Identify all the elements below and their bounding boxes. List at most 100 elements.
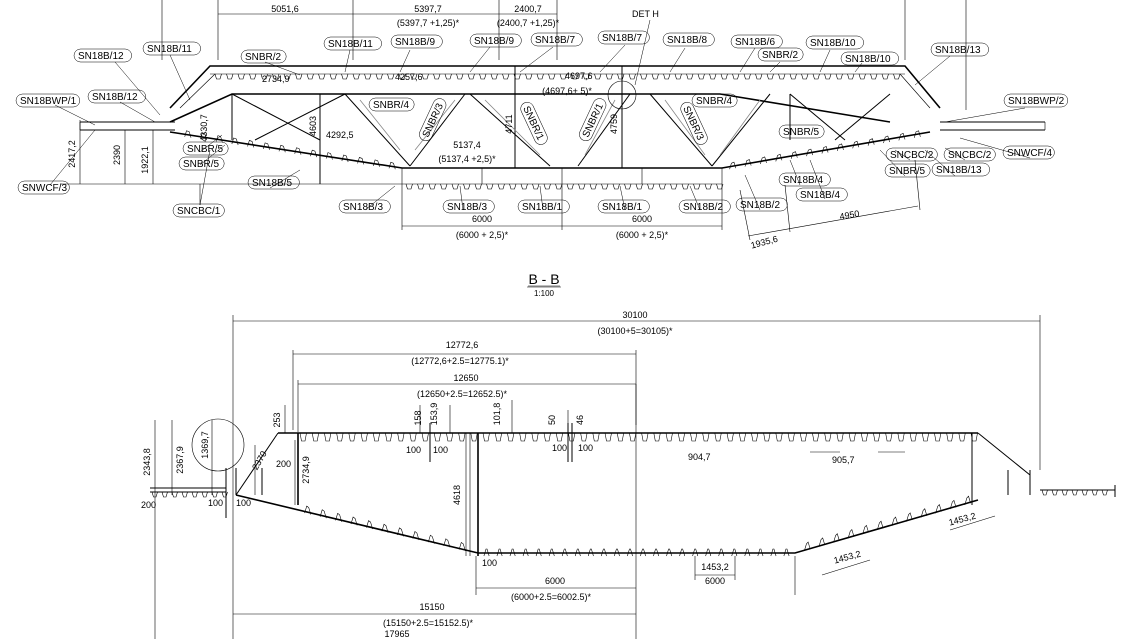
- dimension-label: 100: [208, 498, 223, 508]
- dimension-label: (5137,4 +2,5)*: [438, 154, 496, 164]
- dimension-label: 2417,2: [67, 140, 77, 168]
- dimension-label: 1453,2: [701, 562, 729, 572]
- member-label: SN18B/4: [783, 175, 823, 186]
- dimension-label: 4618: [452, 485, 462, 505]
- member-label: SN18B/3: [447, 202, 487, 213]
- dimension-label: 2734,9: [262, 74, 290, 84]
- member-label: SNBR/5: [182, 141, 229, 156]
- member-label: SN18B/12: [73, 48, 132, 63]
- member-label: SNBR/4: [696, 96, 733, 107]
- member-label: SN18B/1: [602, 202, 642, 213]
- member-label: SNBR/2: [762, 50, 799, 61]
- member-label: SN18B/13: [936, 165, 982, 176]
- dimension-label: 4950: [839, 208, 860, 221]
- dimension-label: 15150: [419, 602, 444, 612]
- dimension-label: (30100+5=30105)*: [597, 326, 673, 336]
- dimension-label: 6000: [545, 576, 565, 586]
- dimension-label: 4697,6: [565, 71, 593, 81]
- dimension-label: 200: [141, 500, 156, 510]
- dimension-label: 5137,4: [453, 140, 481, 150]
- dimension-label: 200: [276, 459, 291, 469]
- member-label: SN18B/13: [930, 42, 989, 57]
- member-label: SN18B/8: [667, 35, 707, 46]
- dimension-label: 46: [575, 415, 585, 425]
- member-label: SN18B/4: [778, 172, 831, 187]
- member-label: SNBR/2: [240, 49, 287, 64]
- member-label: SNCBC/2: [943, 147, 996, 162]
- dimension-label: 2370: [250, 449, 269, 471]
- member-label: SN18B/12: [78, 51, 124, 62]
- dimension-label: 50: [547, 415, 557, 425]
- dimension-label: 4950: [839, 208, 860, 221]
- member-label: SNBR/4: [691, 93, 738, 108]
- dimension-label: 12772,6: [446, 340, 479, 350]
- member-label: SNWCF/3: [22, 183, 67, 194]
- section-scale: 1:100: [534, 289, 555, 298]
- member-label: SNBR/2: [757, 47, 804, 62]
- dimension-label: 100: [482, 558, 497, 568]
- dimension-label: 5137,4: [453, 140, 481, 150]
- dimension-label: (6000+2.5=6002.5)*: [511, 592, 592, 602]
- member-label: SN18B/3: [343, 202, 383, 213]
- member-label: SN18B/1: [522, 202, 562, 213]
- dimension-label: 904,7: [688, 452, 711, 462]
- member-label: SNCBC/2: [890, 150, 934, 161]
- dimension-label: 2400,7: [514, 4, 542, 14]
- member-label: SN18B/13: [931, 162, 990, 177]
- dimension-label: (5137,4 +2,5)*: [438, 154, 496, 164]
- truss-elevation: [60, 0, 1046, 241]
- section-b-b: [150, 285, 1116, 639]
- member-label: SNBR/5: [778, 124, 825, 139]
- member-label: SNWCF/4: [1002, 145, 1055, 160]
- dimension-label: 1369,7: [200, 431, 210, 459]
- diagonal-braces: [231, 93, 891, 167]
- dimension-label: 6000: [472, 214, 492, 224]
- dimension-label: 17965: [384, 629, 409, 639]
- dimension-label: 100: [552, 443, 567, 453]
- member-label: SN18B/2: [683, 202, 723, 213]
- dimension-label: 1453,2: [833, 549, 862, 566]
- dimension-label: 4603: [308, 116, 318, 136]
- member-label: SNWCF/4: [1007, 148, 1052, 159]
- dimension-label: (6000 + 2,5)*: [616, 230, 669, 240]
- dimension-label: 1453,2: [701, 562, 729, 572]
- dimension-label: 153,9: [429, 403, 439, 426]
- dimension-label: 2734,9: [262, 74, 290, 84]
- dimension-label: 2390: [112, 145, 122, 165]
- dimension-label: (15150+2.5=15152.5)*: [383, 618, 474, 628]
- dimension-label: 158: [413, 410, 423, 425]
- dimension-label: 158: [413, 410, 423, 425]
- member-label: SN18B/7: [602, 33, 642, 44]
- dimension-label: 101,8: [492, 403, 502, 426]
- member-label: SN18B/10: [845, 54, 891, 65]
- member-label: SN18B/1: [517, 199, 570, 214]
- dimension-label: 4711: [504, 114, 514, 133]
- member-label: SN18BWP/2: [1008, 96, 1065, 107]
- member-label: SN18B/11: [142, 41, 201, 56]
- member-label: SNBR/5: [889, 166, 926, 177]
- member-label: SN18B/12: [92, 92, 138, 103]
- member-label: SNCBC/1: [172, 203, 225, 218]
- member-label: SN18B/3: [338, 199, 391, 214]
- dimension-label: 6000: [705, 576, 725, 586]
- member-label: SNBR/5: [783, 127, 820, 138]
- member-label: SNBR/1: [579, 98, 607, 142]
- member-label: SN18B/9: [469, 33, 522, 48]
- dimension-label: 46: [575, 415, 585, 425]
- member-label: SN18B/11: [147, 44, 192, 55]
- member-label: SN18B/7: [535, 35, 575, 46]
- dimension-label: (6000 + 2,5)*: [616, 230, 669, 240]
- dimension-label: 1922,1: [140, 146, 150, 174]
- dimension-label: DET H: [632, 9, 659, 19]
- member-label: SN18B/10: [840, 51, 899, 66]
- member-label: SNWCF/3: [17, 180, 70, 195]
- dimension-label: (4697,6+ 5)*: [542, 86, 592, 96]
- dimension-label: 1922,1: [140, 146, 150, 174]
- member-label: SN18B/13: [935, 45, 981, 56]
- dimension-label: 17965: [384, 629, 409, 639]
- dimension-label: 12650: [453, 373, 478, 383]
- dimension-label: 2734,9: [301, 456, 311, 484]
- dimension-label: 200: [141, 500, 156, 510]
- dimension-label: 101,8: [492, 403, 502, 426]
